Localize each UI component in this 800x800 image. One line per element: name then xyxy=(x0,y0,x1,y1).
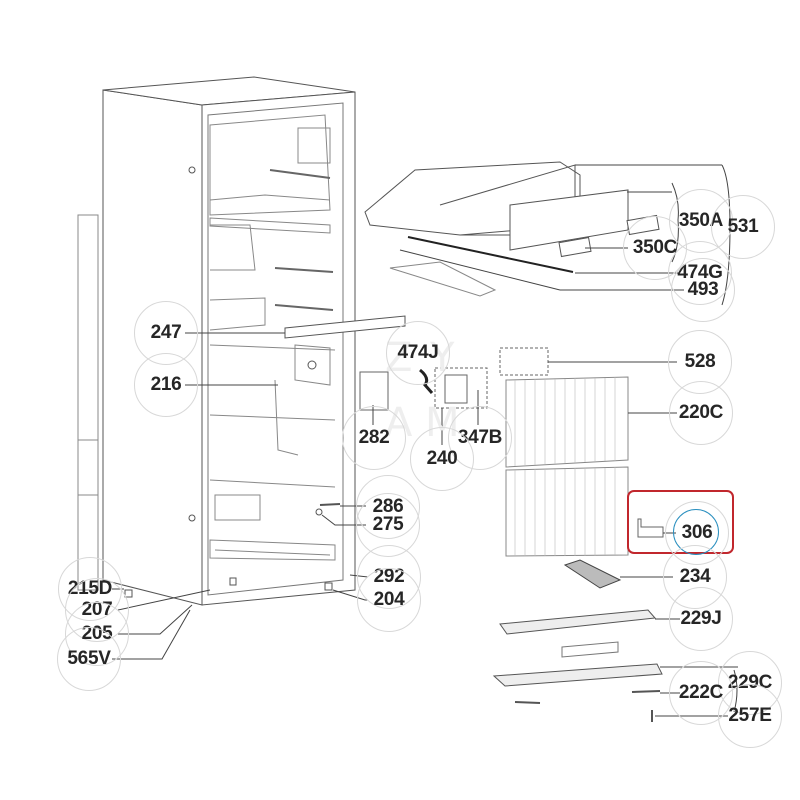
part-label-216[interactable]: 216 xyxy=(150,374,182,395)
callout-circle xyxy=(357,568,421,632)
part-label-229j[interactable]: 229J xyxy=(680,608,722,629)
callout-circle xyxy=(386,321,450,385)
shelf-229c xyxy=(492,663,663,687)
callout-circle xyxy=(711,195,775,259)
part-label-247[interactable]: 247 xyxy=(150,322,182,343)
callout-circle xyxy=(669,587,733,651)
part-label-220c[interactable]: 220C xyxy=(678,402,724,423)
fridge-cabinet xyxy=(77,76,406,606)
part-label-240[interactable]: 240 xyxy=(426,448,458,469)
callout-circle xyxy=(410,427,474,491)
part-label-531[interactable]: 531 xyxy=(727,216,759,237)
part-label-234[interactable]: 234 xyxy=(679,566,711,587)
callout-circle xyxy=(671,258,735,322)
shelf-229j xyxy=(499,609,657,635)
part-label-350c[interactable]: 350C xyxy=(632,237,678,258)
callout-circle xyxy=(134,353,198,417)
callout-circle xyxy=(57,627,121,691)
part-label-474j[interactable]: 474J xyxy=(397,342,439,363)
door-panels xyxy=(505,376,629,557)
part-label-528[interactable]: 528 xyxy=(684,351,716,372)
callout-circle xyxy=(342,406,406,470)
part-label-493[interactable]: 493 xyxy=(687,279,719,300)
part-label-306[interactable]: 306 xyxy=(681,522,713,543)
callout-circle xyxy=(718,684,782,748)
part-label-204[interactable]: 204 xyxy=(373,589,405,610)
part-label-257e[interactable]: 257E xyxy=(728,705,772,726)
ice-tray xyxy=(563,559,622,589)
top-cover-assembly xyxy=(364,161,660,297)
part-label-565v[interactable]: 565V xyxy=(67,648,111,669)
part-label-282[interactable]: 282 xyxy=(358,427,390,448)
part-306-bracket xyxy=(637,518,664,538)
part-label-222c[interactable]: 222C xyxy=(678,682,724,703)
part-label-275[interactable]: 275 xyxy=(372,514,404,535)
callout-circle xyxy=(669,381,733,445)
